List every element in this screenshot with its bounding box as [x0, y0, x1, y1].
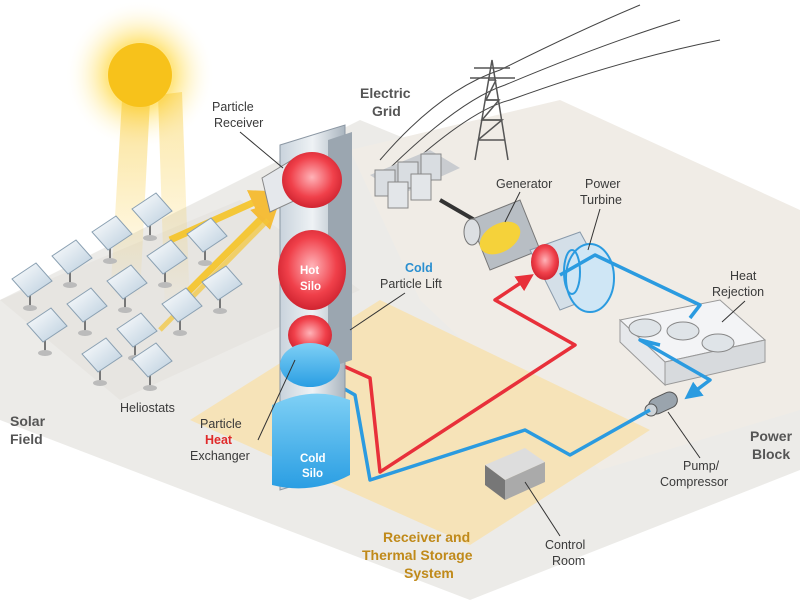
- label-heat-rejection: Heat Rejection: [712, 269, 764, 323]
- sun-beam: [110, 100, 150, 300]
- generator-cable: [438, 198, 480, 224]
- heat-rejection-icon: [618, 299, 767, 387]
- generator-icon: [463, 199, 541, 271]
- svg-text:Field: Field: [10, 431, 43, 447]
- cold-flow-loop: [313, 253, 712, 482]
- tower-icon: [261, 124, 352, 491]
- heliostat-icon: [26, 307, 68, 356]
- label-power-block: Power Block: [750, 428, 793, 462]
- heliostat-icon: [91, 215, 133, 264]
- svg-text:Electric: Electric: [360, 85, 411, 101]
- label-control-room: Control Room: [524, 481, 585, 568]
- svg-text:Generator: Generator: [496, 177, 552, 191]
- heliostat-icon: [201, 265, 243, 314]
- svg-text:Room: Room: [552, 554, 585, 568]
- svg-text:Silo: Silo: [302, 468, 323, 480]
- svg-text:Particle: Particle: [200, 417, 242, 431]
- heliostat-icon: [106, 264, 148, 313]
- svg-text:Block: Block: [752, 446, 790, 462]
- svg-text:System: System: [404, 565, 454, 581]
- svg-text:Cold: Cold: [300, 453, 326, 465]
- power-lines: [379, 4, 721, 175]
- svg-text:Grid: Grid: [372, 103, 401, 119]
- heliostat-icon: [81, 337, 123, 386]
- hot-flow-loop: [329, 274, 577, 474]
- svg-text:Silo: Silo: [300, 281, 321, 293]
- svg-text:Heat: Heat: [205, 433, 233, 447]
- heliostat-icon: [131, 192, 173, 241]
- svg-text:Receiver: Receiver: [214, 116, 263, 130]
- svg-text:Solar: Solar: [10, 413, 46, 429]
- svg-text:Turbine: Turbine: [580, 193, 622, 207]
- heliostat-icon: [186, 217, 228, 266]
- heliostat-icon: [51, 239, 93, 288]
- transmission-tower-icon: [470, 59, 515, 161]
- label-cold-silo: Cold Silo: [300, 453, 326, 480]
- svg-text:Particle: Particle: [212, 100, 254, 114]
- label-receiver-thermal-storage: Receiver and Thermal Storage System: [362, 529, 473, 581]
- label-power-turbine: Power Turbine: [580, 177, 622, 251]
- label-heliostats: Heliostats: [120, 401, 175, 415]
- label-cold-particle-lift: Cold Particle Lift: [349, 261, 442, 331]
- heliostat-icon: [161, 287, 203, 336]
- label-solar-field: Solar Field: [10, 413, 46, 447]
- svg-text:Thermal Storage: Thermal Storage: [362, 547, 473, 563]
- label-generator: Generator: [496, 177, 552, 223]
- heliostat-icon: [146, 239, 188, 288]
- svg-text:Rejection: Rejection: [712, 285, 764, 299]
- svg-text:Hot: Hot: [300, 265, 319, 277]
- label-electric-grid: Electric Grid: [360, 85, 411, 119]
- svg-text:Heliostats: Heliostats: [120, 401, 175, 415]
- control-room-icon: [485, 448, 545, 500]
- svg-text:Compressor: Compressor: [660, 475, 728, 489]
- label-hot-silo: Hot Silo: [300, 265, 321, 293]
- svg-text:Power: Power: [585, 177, 620, 191]
- label-particle-heat-exchanger: Particle Heat Exchanger: [190, 359, 296, 463]
- heliostat-icon: [66, 287, 108, 336]
- svg-text:Exchanger: Exchanger: [190, 449, 250, 463]
- label-particle-receiver: Particle Receiver: [212, 100, 284, 169]
- svg-text:Power: Power: [750, 428, 793, 444]
- svg-text:Cold: Cold: [405, 261, 433, 275]
- svg-text:Control: Control: [545, 538, 585, 552]
- heliostat-icon: [131, 342, 173, 391]
- label-pump-compressor: Pump/ Compressor: [660, 411, 728, 489]
- svg-text:Receiver and: Receiver and: [383, 529, 470, 545]
- svg-text:Pump/: Pump/: [683, 459, 720, 473]
- svg-text:Particle Lift: Particle Lift: [380, 277, 442, 291]
- transformer-icon: [370, 150, 460, 209]
- svg-text:Heat: Heat: [730, 269, 757, 283]
- heliostat-icon: [11, 262, 53, 311]
- heliostat-array: [11, 192, 243, 391]
